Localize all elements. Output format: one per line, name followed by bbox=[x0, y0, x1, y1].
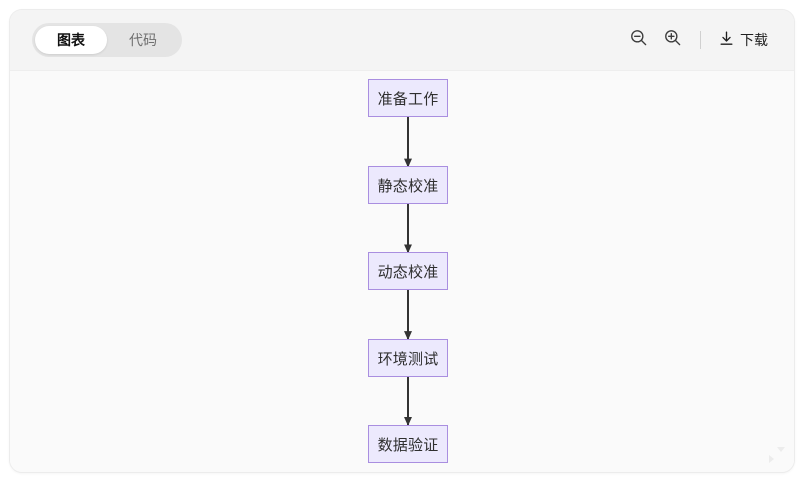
flow-node-label: 数据验证 bbox=[377, 436, 439, 454]
zoom-in-button[interactable] bbox=[655, 23, 689, 57]
tab-code[interactable]: 代码 bbox=[107, 26, 179, 54]
flow-node-n2[interactable]: 静态校准 bbox=[368, 166, 448, 204]
toolbar: 下载 bbox=[621, 23, 774, 57]
flow-node-label: 准备工作 bbox=[377, 90, 439, 108]
diagram-card: 图表 代码 bbox=[9, 9, 795, 473]
flow-node-n3[interactable]: 动态校准 bbox=[368, 252, 448, 290]
flow-node-label: 动态校准 bbox=[377, 263, 439, 281]
flow-node-label: 静态校准 bbox=[377, 177, 439, 195]
tab-code-label: 代码 bbox=[129, 32, 157, 48]
download-button[interactable]: 下载 bbox=[712, 24, 774, 56]
view-tab-switch[interactable]: 图表 代码 bbox=[32, 23, 182, 57]
tab-chart-label: 图表 bbox=[57, 32, 85, 48]
zoom-out-button[interactable] bbox=[621, 23, 655, 57]
tab-chart[interactable]: 图表 bbox=[35, 26, 107, 54]
flow-node-label: 环境测试 bbox=[377, 350, 439, 368]
download-label: 下载 bbox=[740, 32, 768, 48]
resize-handle[interactable] bbox=[764, 442, 790, 468]
zoom-in-icon bbox=[663, 28, 682, 52]
diagram-canvas[interactable]: 准备工作 静态校准 动态校准 环境测试 数据验证 bbox=[10, 71, 794, 472]
flowchart: 准备工作 静态校准 动态校准 环境测试 数据验证 bbox=[10, 71, 794, 472]
flow-node-n5[interactable]: 数据验证 bbox=[368, 425, 448, 463]
toolbar-divider bbox=[700, 31, 701, 49]
card-header: 图表 代码 bbox=[10, 10, 794, 71]
flow-node-n1[interactable]: 准备工作 bbox=[368, 79, 448, 117]
zoom-out-icon bbox=[629, 28, 648, 52]
download-icon bbox=[718, 30, 735, 50]
flow-node-n4[interactable]: 环境测试 bbox=[368, 339, 448, 377]
